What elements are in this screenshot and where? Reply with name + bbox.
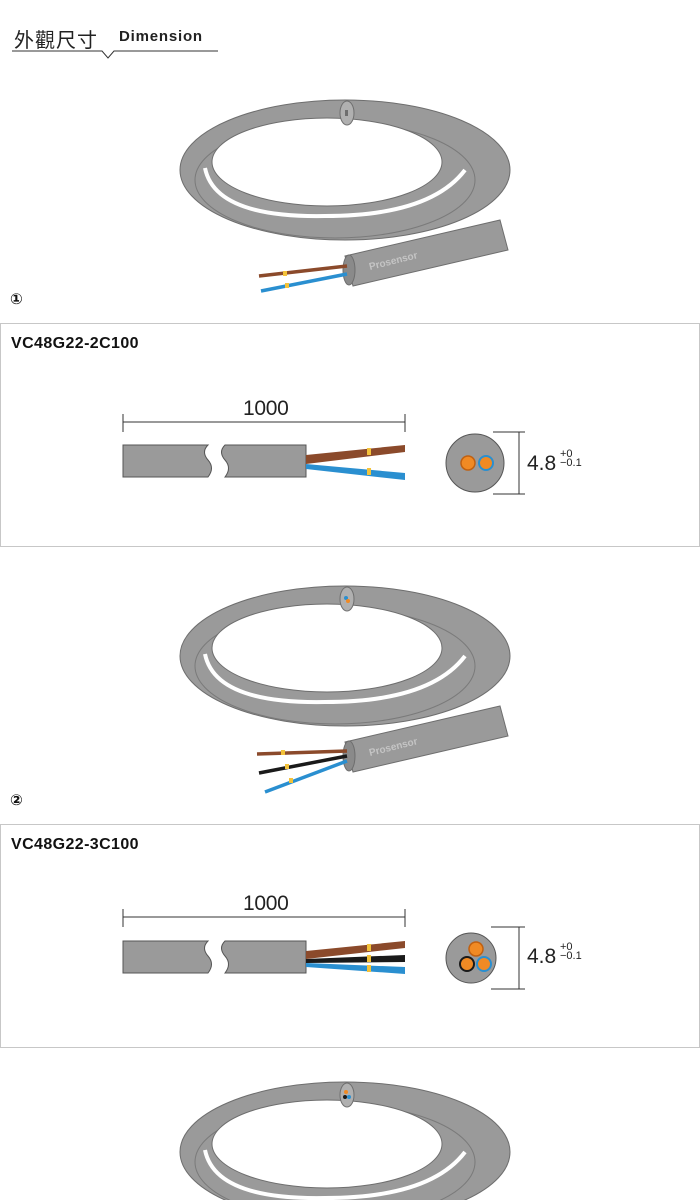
item-marker: ① [10,290,23,308]
diameter-value: 4.8 [527,452,557,475]
dimension-panel: VC48G22-3C100 1000 4.8 +0 −0.1 [0,824,700,1048]
diameter-tolerance: +0 −0.1 [560,448,582,469]
model-number: VC48G22-3C100 [11,836,139,853]
dimension-panel: VC48G22-2C100 1000 4.8 +0 −0.1 [0,323,700,547]
length-value: 1000 [243,892,289,915]
section-title-en: Dimension [119,28,203,45]
cable-drawing [122,414,525,495]
diameter-value: 4.8 [527,945,557,968]
tolerance-upper: +0 [560,941,573,953]
cable-coil-illustration: Prosensor [179,585,511,794]
cable-coil-illustration: Prosensor [179,99,511,293]
tolerance-upper: +0 [560,448,573,460]
item-marker: ② [10,791,23,809]
cable-drawing [122,909,525,990]
tolerance-lower: −0.1 [560,457,582,469]
tolerance-lower: −0.1 [560,950,582,962]
diameter-tolerance: +0 −0.1 [560,941,582,962]
header-underline [12,50,218,59]
section-header: 外觀尺寸 Dimension [12,22,218,62]
model-number: VC48G22-2C100 [11,335,139,352]
cable-coil-illustration [179,1081,511,1200]
section-title-cn: 外觀尺寸 [14,28,98,52]
length-value: 1000 [243,397,289,420]
